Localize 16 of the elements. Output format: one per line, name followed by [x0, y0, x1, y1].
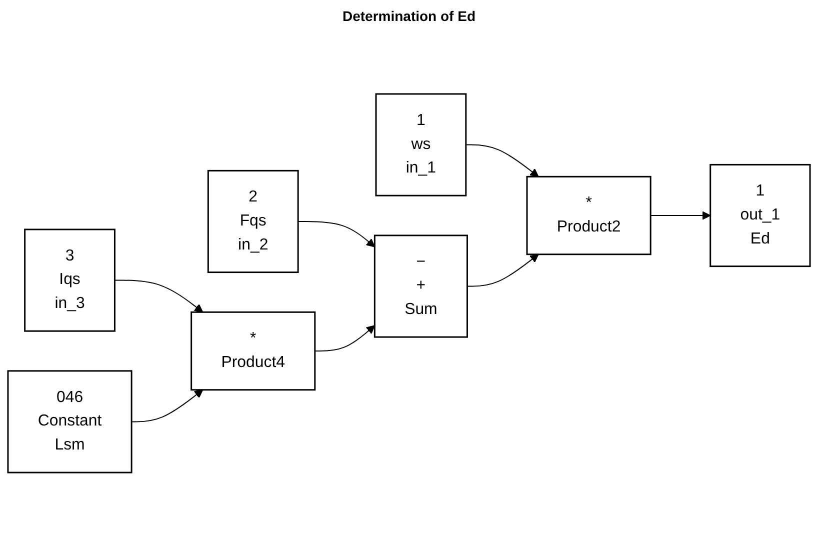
node-box: 046 Constant Lsm: [7, 370, 132, 474]
arrow: [114, 280, 204, 312]
node-box: − + Sum: [374, 234, 468, 338]
arrow: [465, 144, 539, 177]
node-box: 3 Iqs in_3: [24, 228, 116, 332]
arrow: [298, 220, 376, 248]
node-box: * Product2: [526, 176, 652, 255]
diagram-title: Determination of Ed: [341, 8, 476, 24]
node-box: 2 Fqs in_2: [207, 170, 299, 273]
node-box: * Product4: [190, 311, 316, 390]
node-box: 1 ws in_1: [375, 92, 467, 196]
arrow: [131, 389, 204, 422]
arrow: [466, 254, 539, 286]
arrow: [314, 324, 376, 352]
node-box: 1 out_1 Ed: [710, 164, 811, 267]
arrow: [650, 210, 711, 220]
